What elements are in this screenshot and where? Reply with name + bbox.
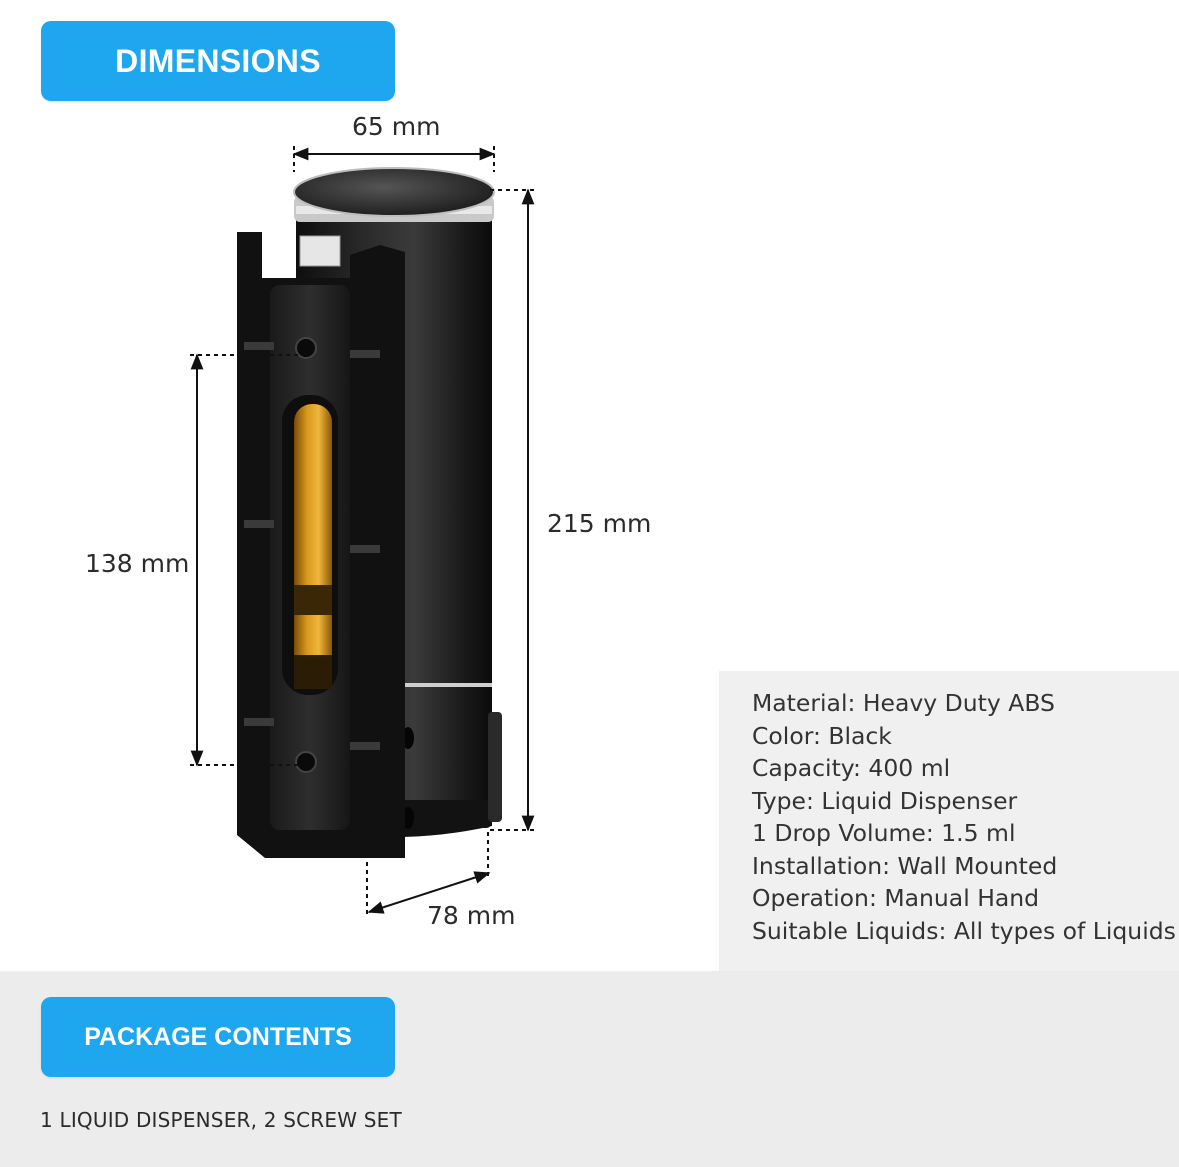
mount-spacing-dimension-label: 138 mm	[85, 549, 190, 578]
dispenser-product-illustration	[190, 146, 535, 916]
spec-suitable-liquids: Suitable Liquids: All types of Liquids	[752, 916, 1176, 945]
dispenser-cap	[293, 167, 495, 267]
package-contents-header-button: PACKAGE CONTENTS	[41, 997, 395, 1077]
spec-installation: Installation: Wall Mounted	[752, 851, 1058, 880]
dimensions-header-button: DIMENSIONS	[41, 21, 395, 101]
specifications-list: Material: Heavy Duty ABS Color: Black Ca…	[752, 687, 1176, 947]
height-dimension-label: 215 mm	[547, 509, 652, 538]
dimension-lines	[190, 146, 535, 916]
spec-type: Type: Liquid Dispenser	[752, 786, 1018, 815]
spec-drop-volume: 1 Drop Volume: 1.5 ml	[752, 819, 1016, 847]
spec-material: Material: Heavy Duty ABS	[752, 689, 1055, 717]
spec-operation: Operation: Manual Hand	[752, 884, 1040, 912]
spec-capacity: Capacity: 400 ml	[752, 754, 951, 782]
spec-color: Color: Black	[752, 721, 892, 750]
depth-dimension-label: 78 mm	[427, 901, 516, 930]
width-dimension-label: 65 mm	[352, 112, 441, 141]
package-contents-text: 1 LIQUID DISPENSER, 2 SCREW SET	[40, 1108, 402, 1132]
specifications-panel: Material: Heavy Duty ABS Color: Black Ca…	[719, 671, 1179, 971]
wall-mount-bracket	[237, 232, 405, 858]
